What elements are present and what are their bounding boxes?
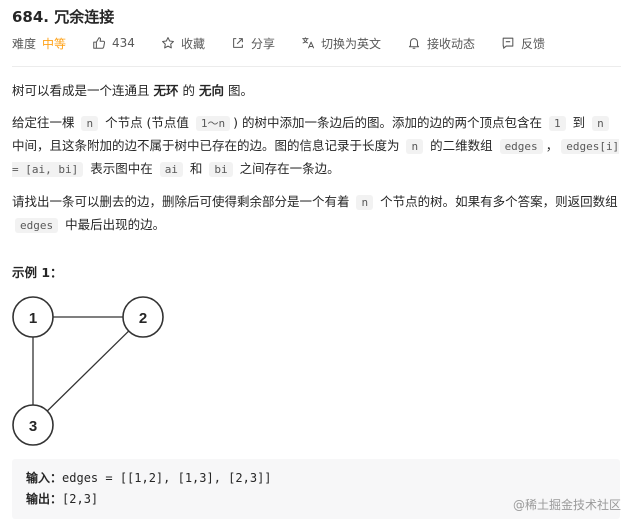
share-icon xyxy=(231,36,245,50)
graph-node-3 xyxy=(12,404,54,446)
text: 到 xyxy=(568,115,590,130)
graph-node-2 xyxy=(122,296,164,338)
inline-code: edges xyxy=(15,218,59,233)
graph-node-label: 2 xyxy=(139,310,147,327)
bell-icon xyxy=(407,36,421,50)
problem-description: 树可以看成是一个连通且 无环 的 无向 图。 给定往一棵 n 个节点 (节点值 … xyxy=(12,80,620,247)
translate-icon xyxy=(301,36,315,50)
inline-code: n xyxy=(406,139,424,154)
example-io-box: 输入：edges = [[1,2], [1,3], [2,3]] 输出：[2,3… xyxy=(12,459,620,519)
problem-title: 684. 冗余连接 xyxy=(12,8,115,26)
graph-node-label: 3 xyxy=(29,418,37,435)
text: 的 xyxy=(178,83,199,98)
output-value: [2,3] xyxy=(62,492,99,506)
bold-text: 无环 xyxy=(153,83,179,98)
description-paragraph-2: 给定往一棵 n 个节点 (节点值 1～n) 的树中添加一条边后的图。添加的边的两… xyxy=(12,112,620,181)
text: 的二维数组 xyxy=(426,138,497,153)
translate-button[interactable]: 切换为英文 xyxy=(301,35,381,52)
text: 和 xyxy=(185,161,207,176)
description-paragraph-3: 请找出一条可以删去的边，删除后可使得剩余部分是一个有着 n 个节点的树。如果有多… xyxy=(12,191,620,237)
description-paragraph-1: 树可以看成是一个连通且 无环 的 无向 图。 xyxy=(12,80,620,102)
example-title: 示例 1： xyxy=(12,265,63,280)
difficulty-badge: 中等 xyxy=(42,36,67,51)
inline-code: bi xyxy=(209,162,233,177)
text: 请找出一条可以删去的边，删除后可使得剩余部分是一个有着 xyxy=(12,194,354,209)
input-value: edges = [[1,2], [1,3], [2,3]] xyxy=(62,471,272,485)
translate-label: 切换为英文 xyxy=(320,36,381,51)
share-button[interactable]: 分享 xyxy=(231,35,275,52)
text: 中最后出现的边。 xyxy=(61,217,166,232)
text: 图。 xyxy=(223,83,253,98)
example-output-line: 输出：[2,3] xyxy=(26,490,98,507)
text: 树可以看成是一个连通且 xyxy=(12,83,154,98)
star-icon xyxy=(161,36,175,50)
notify-label: 接收动态 xyxy=(426,36,475,51)
inline-code: ai xyxy=(159,162,183,177)
feedback-label: 反馈 xyxy=(521,36,546,51)
inline-code: edges xyxy=(499,139,543,154)
notify-button[interactable]: 接收动态 xyxy=(407,35,475,52)
header-divider xyxy=(12,66,621,67)
inline-code: n xyxy=(356,195,374,210)
like-button[interactable]: 434 xyxy=(92,36,135,50)
graph-node-1 xyxy=(12,296,54,338)
inline-code: 1～n xyxy=(195,116,231,131)
difficulty-label: 难度 xyxy=(12,36,37,51)
feedback-icon xyxy=(501,36,515,50)
watermark: @稀土掘金技术社区 xyxy=(512,498,621,512)
text: ， xyxy=(545,138,559,153)
graph-edge-2-3 xyxy=(32,316,144,426)
text: 中间，且这条附加的边不属于树中已存在的边。图的信息记录于长度为 xyxy=(12,138,404,153)
text: ) 的树中添加一条边后的图。添加的边的两个顶点包含在 xyxy=(233,115,546,130)
text: 给定往一棵 xyxy=(12,115,79,130)
example-input-line: 输入：edges = [[1,2], [1,3], [2,3]] xyxy=(26,469,272,486)
bold-text: 无向 xyxy=(198,83,224,98)
like-count: 434 xyxy=(112,36,135,50)
feedback-button[interactable]: 反馈 xyxy=(501,35,545,52)
text: 表示图中在 xyxy=(86,161,157,176)
favorite-label: 收藏 xyxy=(180,36,205,51)
inline-code: n xyxy=(592,116,609,131)
share-label: 分享 xyxy=(250,36,275,51)
text: 个节点的树。如果有多个答案，则返回数组 xyxy=(376,194,618,209)
favorite-button[interactable]: 收藏 xyxy=(161,35,205,52)
input-label: 输入： xyxy=(26,471,63,485)
problem-meta-bar: 难度 中等 434 收藏 分享 切换为英文 接收动态 反馈 xyxy=(12,34,571,52)
text: 之间存在一条边。 xyxy=(235,161,340,176)
inline-code: n xyxy=(81,116,99,131)
example-graph: 1 2 3 xyxy=(12,296,164,446)
graph-node-label: 1 xyxy=(29,310,37,327)
inline-code: 1 xyxy=(549,116,566,131)
output-label: 输出： xyxy=(26,492,63,506)
thumbs-up-icon xyxy=(92,36,106,50)
text: 个节点 (节点值 xyxy=(101,115,193,130)
